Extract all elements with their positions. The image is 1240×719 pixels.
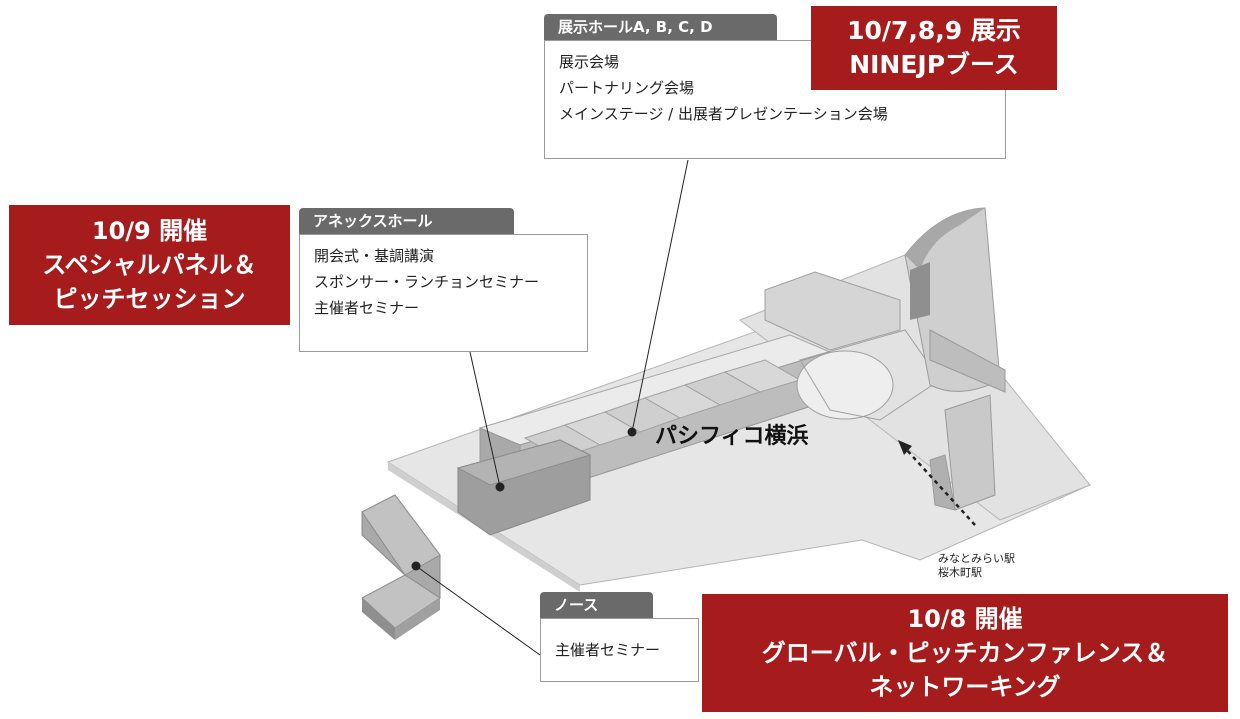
route-arrow-icon — [898, 440, 912, 455]
marker-annex — [495, 482, 505, 492]
callout-annex: 10/9 開催 スペシャルパネル＆ ピッチセッション — [9, 205, 290, 325]
north-building — [361, 494, 441, 640]
exhibit-hall-tab: 展示ホールA, B, C, D — [544, 14, 777, 40]
station-label: みなとみらい駅 桜木町駅 — [938, 552, 1015, 580]
annex-item: スポンサー・ランチョンセミナー — [314, 273, 540, 291]
annex-hall-building — [456, 439, 592, 536]
annex-hall-box: 開会式・基調講演 スポンサー・ランチョンセミナー 主催者セミナー — [299, 234, 588, 352]
callout-annex-line-3: ピッチセッション — [53, 285, 246, 313]
walking-route — [904, 447, 976, 526]
exhibit-item: 展示会場 — [559, 53, 620, 71]
callout-north: 10/8 開催 グローバル・ピッチカンファレンス＆ ネットワーキング — [702, 594, 1228, 712]
office-tower — [929, 394, 996, 511]
annex-item: 開会式・基調講演 — [314, 247, 435, 265]
callout-north-line-1: 10/8 開催 — [907, 605, 1023, 633]
marker-exhibit — [627, 427, 637, 437]
station-line-2: 桜木町駅 — [938, 566, 982, 579]
leader-line-annex — [469, 351, 501, 488]
callout-annex-line-1: 10/9 開催 — [91, 217, 208, 245]
station-line-1: みなとみらい駅 — [938, 552, 1015, 565]
callout-annex-line-2: スペシャルパネル＆ — [42, 251, 257, 279]
leader-line-north — [415, 565, 541, 656]
conference-center-building — [764, 271, 941, 421]
leader-line-exhibit — [631, 159, 689, 433]
marker-north — [411, 561, 421, 571]
exhibit-item: メインステージ / 出展者プレゼンテーション会場 — [559, 105, 888, 123]
callout-north-line-3: ネットワーキング — [869, 673, 1061, 701]
callout-exhibit-line-1: 10/7,8,9 展示 — [847, 16, 1021, 45]
hotel-tower — [904, 207, 1006, 393]
annex-hall-tab: アネックスホール — [299, 208, 514, 234]
callout-north-line-2: グローバル・ピッチカンファレンス＆ — [761, 639, 1169, 667]
annex-item: 主催者セミナー — [314, 299, 420, 317]
north-tab: ノース — [540, 592, 653, 618]
exhibit-hall-box: 展示会場 パートナリング会場 メインステージ / 出展者プレゼンテーション会場 — [544, 40, 1006, 159]
callout-exhibit-line-2: NINEJPブース — [849, 50, 1019, 79]
venue-label: パシフィコ横浜 — [655, 424, 809, 449]
north-item: 主催者セミナー — [555, 641, 661, 659]
north-box: 主催者セミナー — [540, 618, 699, 682]
callout-exhibit: 10/7,8,9 展示 NINEJPブース — [811, 6, 1057, 90]
exhibit-item: パートナリング会場 — [559, 79, 695, 97]
